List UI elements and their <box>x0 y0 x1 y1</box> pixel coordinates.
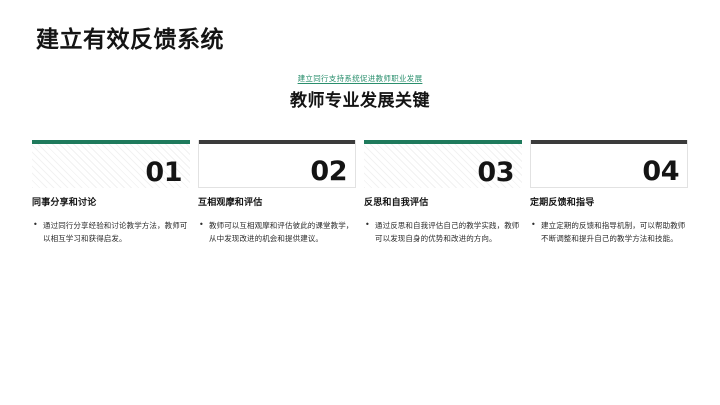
section-eyebrow-link[interactable]: 建立同行支持系统促进教师职业发展 <box>297 74 423 83</box>
card-number: 02 <box>310 156 347 187</box>
card-bullet: 通过同行分享经验和讨论教学方法，教师可以相互学习和获得启发。 <box>32 218 190 245</box>
card-title: 定期反馈和指导 <box>530 198 595 208</box>
card-bullet-list: 通过同行分享经验和讨论教学方法，教师可以相互学习和获得启发。 <box>32 218 190 245</box>
card-number-box: 03 <box>364 140 522 188</box>
card-bullet-list: 教师可以互相观摩和评估彼此的课堂教学，从中发现改进的机会和提供建议。 <box>198 218 356 245</box>
cards-row: 01 同事分享和讨论 通过同行分享经验和讨论教学方法，教师可以相互学习和获得启发… <box>32 140 688 245</box>
card-number-box: 04 <box>530 140 688 188</box>
card-title: 互相观摩和评估 <box>198 198 263 208</box>
card-title: 反思和自我评估 <box>364 198 429 208</box>
card-bullet: 通过反思和自我评估自己的教学实践，教师可以发现自身的优势和改进的方向。 <box>364 218 522 245</box>
card-accent-bar <box>531 140 687 144</box>
card-item[interactable]: 03 反思和自我评估 通过反思和自我评估自己的教学实践，教师可以发现自身的优势和… <box>364 140 522 245</box>
card-item[interactable]: 04 定期反馈和指导 建立定期的反馈和指导机制，可以帮助教师不断调整和提升自己的… <box>530 140 688 245</box>
card-accent-bar <box>32 140 190 144</box>
card-item[interactable]: 01 同事分享和讨论 通过同行分享经验和讨论教学方法，教师可以相互学习和获得启发… <box>32 140 190 245</box>
card-item[interactable]: 02 互相观摩和评估 教师可以互相观摩和评估彼此的课堂教学，从中发现改进的机会和… <box>198 140 356 245</box>
card-title: 同事分享和讨论 <box>32 198 97 208</box>
card-accent-bar <box>364 140 522 144</box>
section-header-block: 建立同行支持系统促进教师职业发展 教师专业发展关键 <box>0 66 720 111</box>
card-number: 01 <box>145 157 182 188</box>
section-heading: 教师专业发展关键 <box>290 91 430 111</box>
card-bullet-list: 通过反思和自我评估自己的教学实践，教师可以发现自身的优势和改进的方向。 <box>364 218 522 245</box>
card-number: 03 <box>477 157 514 188</box>
page-title: 建立有效反馈系统 <box>36 27 224 53</box>
card-number-box: 02 <box>198 140 356 188</box>
card-number: 04 <box>642 156 679 187</box>
card-number-box: 01 <box>32 140 190 188</box>
card-bullet: 建立定期的反馈和指导机制，可以帮助教师不断调整和提升自己的教学方法和技能。 <box>530 218 688 245</box>
card-bullet: 教师可以互相观摩和评估彼此的课堂教学，从中发现改进的机会和提供建议。 <box>198 218 356 245</box>
card-accent-bar <box>199 140 355 144</box>
card-bullet-list: 建立定期的反馈和指导机制，可以帮助教师不断调整和提升自己的教学方法和技能。 <box>530 218 688 245</box>
